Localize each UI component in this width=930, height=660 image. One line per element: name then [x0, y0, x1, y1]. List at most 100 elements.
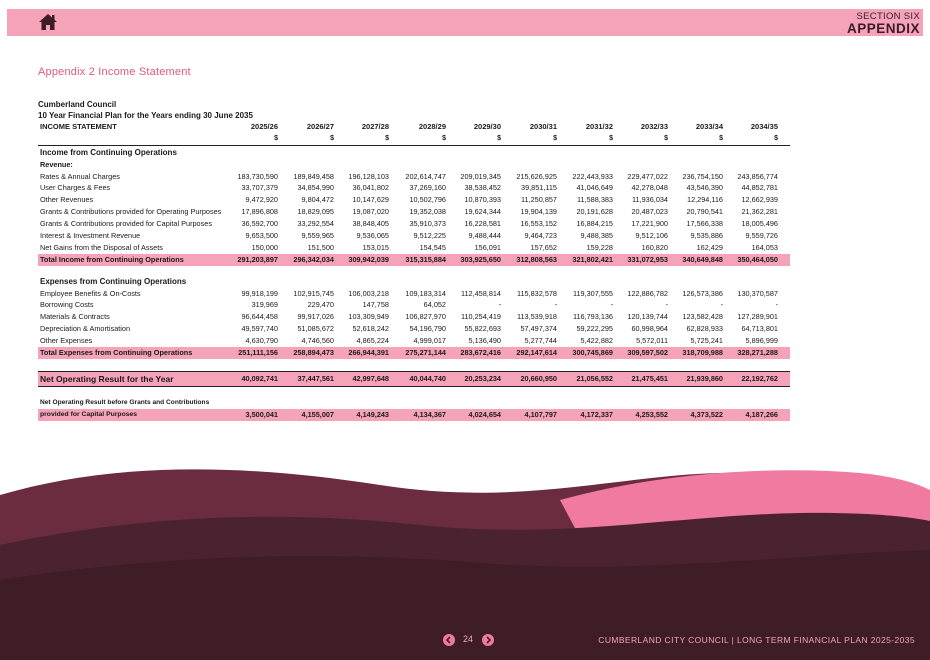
unit-cell: $ [609, 134, 613, 142]
section-title: APPENDIX [846, 21, 920, 36]
cell-value: 130,370,587 [737, 288, 778, 298]
net-before-grants-label: Net Operating Result before Grants and C… [38, 397, 790, 409]
row-label: Employee Benefits & On-Costs [40, 288, 141, 298]
unit-cell: $ [774, 134, 778, 142]
cell-value: 19,624,344 [464, 207, 501, 217]
unit-cell: $ [385, 134, 389, 142]
cell-value: - [775, 300, 778, 310]
cell-value: 39,851,115 [521, 183, 557, 193]
cell-value: 20,191,628 [576, 207, 613, 217]
cell-value: 37,269,160 [409, 183, 446, 193]
cell-value: 9,535,886 [690, 231, 723, 241]
cell-value: 9,536,065 [356, 231, 389, 241]
cell-value: 109,183,314 [405, 288, 446, 298]
cell-value: 123,582,428 [682, 312, 723, 322]
unit-row: $$$$$$$$$$ [38, 133, 790, 146]
cell-value: 10,870,393 [464, 195, 501, 205]
cell-value: 99,917,026 [297, 312, 334, 322]
expense-row: Employee Benefits & On-Costs 99,918,199 10… [38, 288, 790, 300]
cell-value: - [665, 300, 668, 310]
cell-value: 17,896,808 [241, 207, 278, 217]
cell-value: 4,373,522 [690, 409, 723, 419]
cell-value: 5,725,241 [690, 336, 723, 346]
cell-value: 5,896,999 [745, 336, 778, 346]
cell-value: 21,056,552 [576, 373, 613, 383]
cell-value: 9,559,726 [745, 231, 778, 241]
cell-value: 57,497,374 [520, 324, 557, 334]
cell-value: 229,470 [307, 300, 334, 310]
next-page-button[interactable] [482, 634, 494, 646]
cell-value: 215,626,925 [516, 171, 557, 181]
row-label: Materials & Contracts [40, 312, 110, 322]
cell-value: 10,147,629 [352, 195, 389, 205]
cell-value: - [610, 300, 613, 310]
organisation-name: Cumberland Council [38, 100, 117, 109]
cell-value: 17,566,338 [686, 219, 723, 229]
cell-value: 102,915,745 [293, 288, 334, 298]
cell-value: 18,829,095 [297, 207, 334, 217]
row-label: User Charges & Fees [40, 183, 111, 193]
cell-value: 151,500 [307, 242, 334, 252]
home-icon[interactable] [38, 13, 58, 31]
footer-text: CUMBERLAND CITY COUNCIL | LONG TERM FINA… [598, 635, 915, 645]
unit-cell: $ [442, 134, 446, 142]
cell-value: 4,024,654 [468, 409, 501, 419]
income-row: Grants & Contributions provided for Capi… [38, 218, 790, 230]
cell-value: 251,111,156 [238, 348, 278, 358]
cell-value: 309,597,502 [627, 348, 668, 358]
cell-value: - [720, 300, 723, 310]
cell-value: 49,597,740 [241, 324, 278, 334]
cell-value: 36,592,700 [241, 219, 278, 229]
cell-value: 209,019,345 [460, 171, 501, 181]
page-number: 24 [463, 634, 474, 644]
cell-value: 4,155,007 [301, 409, 334, 419]
cell-value: 17,221,900 [631, 219, 668, 229]
row-label: Rates & Annual Charges [40, 171, 120, 181]
cell-value: 4,107,797 [524, 409, 557, 419]
cell-value: 312,808,563 [516, 254, 557, 264]
chevron-left-icon [445, 636, 451, 644]
cell-value: 99,918,199 [241, 288, 278, 298]
cell-value: 283,672,416 [460, 348, 501, 358]
cell-value: 319,969 [251, 300, 278, 310]
previous-page-button[interactable] [443, 634, 455, 646]
unit-cell: $ [497, 134, 501, 142]
cell-value: 2032/33 [640, 122, 668, 131]
cell-value: 43,546,390 [686, 183, 723, 193]
row-label: Net Operating Result for the Year [40, 373, 174, 384]
cell-value: 112,458,814 [460, 288, 501, 298]
cell-value: 9,488,444 [468, 231, 501, 241]
cell-value: 60,998,964 [631, 324, 668, 334]
cell-value: 34,854,990 [297, 183, 334, 193]
cell-value: 127,289,901 [737, 312, 778, 322]
cell-value: 20,660,950 [520, 373, 557, 383]
cell-value: 59,222,295 [576, 324, 613, 334]
cell-value: 4,149,243 [356, 409, 389, 419]
cell-value: 106,827,970 [405, 312, 446, 322]
cell-value: 9,464,723 [524, 231, 557, 241]
footer-wave-graphic [0, 469, 930, 660]
cell-value: 19,087,020 [352, 207, 389, 217]
cell-value: 2026/27 [306, 122, 334, 131]
cell-value: 236,754,150 [682, 171, 723, 181]
cell-value: 2029/30 [473, 122, 501, 131]
cell-value: 340,649,848 [682, 254, 723, 264]
cell-value: 157,652 [530, 242, 557, 252]
cell-value: 275,271,144 [405, 348, 446, 358]
cell-value: 162,429 [696, 242, 723, 252]
cell-value: 9,512,106 [635, 231, 668, 241]
row-label: Grants & Contributions provided for Capi… [40, 219, 212, 229]
cell-value: - [554, 300, 557, 310]
row-label: Other Expenses [40, 336, 93, 346]
cell-value: 154,545 [419, 242, 446, 252]
cell-value: 160,820 [641, 242, 668, 252]
cell-value: 9,804,472 [301, 195, 334, 205]
row-label: Depreciation & Amortisation [40, 324, 131, 334]
cell-value: 113,539,918 [516, 312, 557, 322]
cell-value: 159,228 [586, 242, 613, 252]
cell-value: 19,352,038 [409, 207, 446, 217]
cell-value: 2030/31 [529, 122, 557, 131]
cell-value: 37,447,561 [297, 373, 334, 383]
